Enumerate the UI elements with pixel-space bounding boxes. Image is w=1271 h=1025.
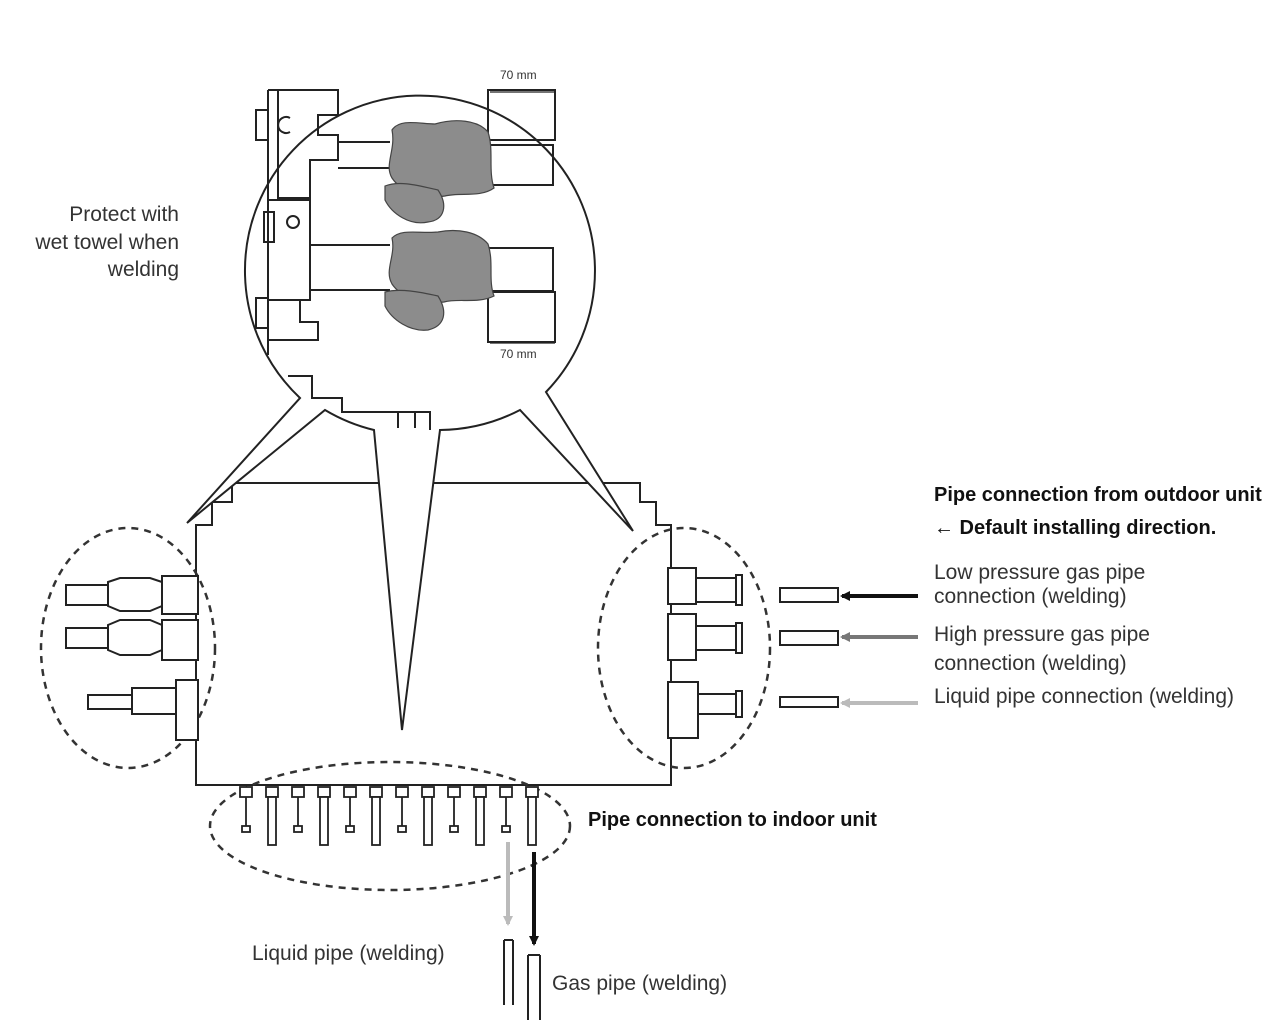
high-pressure-label-line2: connection (welding) bbox=[934, 652, 1127, 675]
wet-towels bbox=[384, 120, 495, 331]
indoor-pipe-tails bbox=[503, 939, 541, 1020]
outdoor-connection-subtitle: ← Default installing direction. bbox=[934, 517, 1217, 539]
dimension-lines bbox=[490, 91, 555, 344]
left-connectors bbox=[65, 575, 199, 741]
dimension-top-label: 70 mm bbox=[500, 68, 537, 82]
right-connectors bbox=[667, 567, 743, 739]
gas-pipe-label: Gas pipe (welding) bbox=[552, 972, 728, 995]
outdoor-pipe-stubs bbox=[779, 587, 839, 708]
indoor-pipe-stubs bbox=[239, 786, 539, 846]
protect-label-line1: Protect with bbox=[69, 203, 179, 226]
protect-label-line2: wet towel when bbox=[35, 231, 179, 254]
liquid-connection-label: Liquid pipe connection (welding) bbox=[934, 685, 1235, 708]
outdoor-connection-title: Pipe connection from outdoor unit bbox=[934, 484, 1262, 506]
bottom-connection-ellipse bbox=[208, 760, 572, 892]
protect-label-line3: welding bbox=[107, 258, 179, 281]
dimension-bottom-label: 70 mm bbox=[500, 347, 537, 361]
left-connection-ellipse bbox=[39, 526, 217, 770]
low-pressure-label-line2: connection (welding) bbox=[934, 585, 1127, 608]
right-connection-ellipse bbox=[596, 526, 772, 770]
high-pressure-label-line1: High pressure gas pipe bbox=[934, 623, 1150, 646]
liquid-pipe-label: Liquid pipe (welding) bbox=[252, 942, 445, 965]
low-pressure-label-line1: Low pressure gas pipe bbox=[934, 561, 1146, 584]
indoor-connection-title: Pipe connection to indoor unit bbox=[588, 809, 877, 831]
